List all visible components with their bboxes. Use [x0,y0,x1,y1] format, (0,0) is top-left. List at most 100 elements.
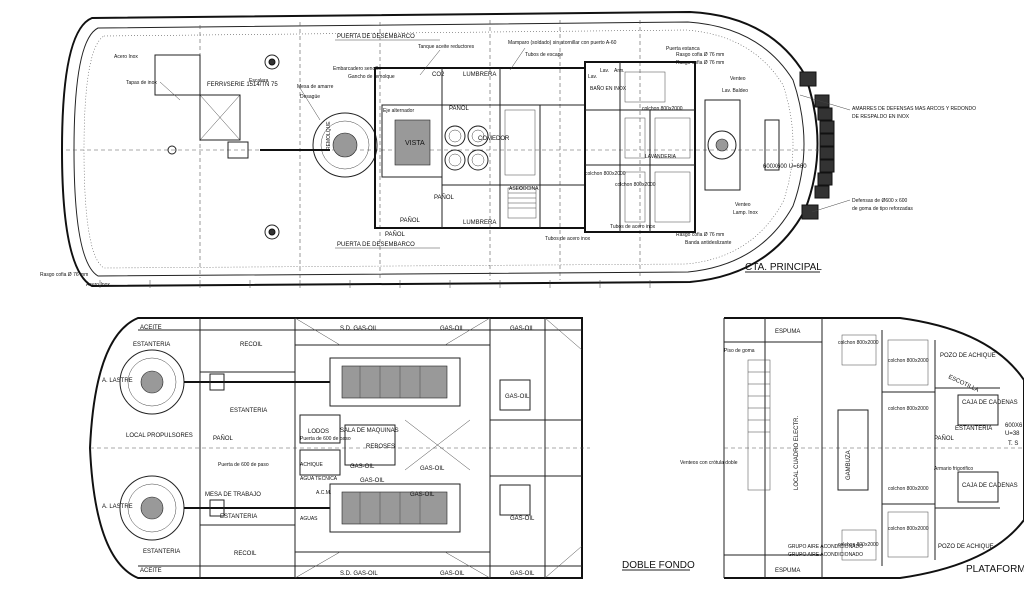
label-sludge: LODOS [308,429,329,435]
label-stair: Escalera [249,78,269,84]
label-bath: BAÑO EN INOX [590,85,627,92]
label-sump-bottom: POZO DE ACHIQUE [938,544,994,550]
label-laundry: LAVANDERIA [645,154,677,160]
label-lav-2: Lav. [600,68,609,74]
label-pl-mattress-1: colchon 800x2000 [838,340,879,346]
label-foam-bottom: ESPUMA [775,568,800,574]
label-gasoil-10: GAS-OIL [420,466,445,472]
label-sd-gasoil-top: S.D. GAS-OIL [340,326,378,332]
label-ac-1: GRUPO AIRE ACONDICIONADO [788,544,863,550]
label-gasoil-8: GAS-OIL [510,571,535,577]
label-foam-top: ESPUMA [775,329,800,335]
label-drain: Desagüe [300,94,320,100]
label-recoil-top: RECOIL [240,342,263,348]
label-store-2: PAÑOL [434,194,455,201]
label-store-4: PAÑOL [385,231,406,238]
label-pl-mattress-6: colchon 800x2000 [838,542,879,548]
label-cowl-1: Rasgo cofia Ø 76 mm [40,272,88,278]
label-shelf-2: ESTANTERIA [230,408,267,414]
label-switchboard: LOCAL CUADRO ELECTR. [794,416,800,490]
label-store-db: PAÑOL [213,435,234,442]
label-pipes: Tubos de acero inox [610,224,656,230]
label-mattress-2: colchon 800x2000 [585,171,626,177]
label-vent-1: Venteo [730,76,746,82]
label-locker: Arm. [614,68,625,74]
drawing-labels: CTA. PRINCIPAL PUERTA DE DESEMBARCO PUER… [40,34,1024,577]
view-title-platform: PLATAFORMA [966,564,1024,575]
label-ts: T. S [1008,441,1018,447]
label-gasoil-9: GAS-OIL [350,464,375,470]
label-stainless-1: Acero Inox [114,54,138,60]
label-moorings-2: DE RESPALDO EN INOX [852,114,910,120]
label-co2: CO2 [432,72,445,78]
label-shelf-3: ESTANTERIA [220,514,257,520]
label-hatchway: ESCOTILLA [947,374,979,393]
view-title-main-deck: CTA. PRINCIPAL [745,262,822,273]
label-ballast-top: A. LASTRE [102,378,133,384]
label-mattress-1: colchon 800x2000 [642,106,683,112]
label-pl-mattress-5: colchon 800x2000 [888,526,929,532]
label-gasoil-5: GAS-OIL [410,492,435,498]
label-vents-platform: Venteos con crótula doble [680,460,738,466]
label-moorings: AMARRES DE DEFENSAS MAS ARCOS Y REDONDO [852,106,976,112]
label-cowl-3: Rasgo cofia Ø 76 mm [676,232,724,238]
label-cowl-2: Rasgo cofia Ø 76 mm [676,52,724,58]
label-wc: ASEO [509,186,523,192]
label-covers: Tapas de inox [126,80,157,86]
label-engine-room: SALA DE MAQUINAS [340,428,399,434]
label-antislip: Banda antideslizante [685,240,732,246]
label-door-top: PUERTA DE DESEMBARCO [337,34,415,40]
label-chain-locker-2: CAJA DE CADENAS [962,483,1018,489]
label-alternator: Eje alternador [383,108,414,114]
label-ferri: FERRI/SERIE 1514/TN 75 [207,82,278,88]
label-workbench: MESA DE TRABAJO [205,492,261,498]
label-oil-bottom: ACEITE [140,568,162,574]
label-oil-tank: Tanque aceite reductores [418,44,475,50]
label-store-1: PAÑOL [449,105,470,112]
label-gasoil-2: GAS-OIL [510,326,535,332]
label-mooring-table: Mesa de amarre [297,84,334,90]
platform-plan [723,317,1024,579]
main-deck-plan [60,10,851,288]
label-door-bottom: PUERTA DE DESEMBARCO [337,242,415,248]
label-exhausts: Tubos de escape [525,52,563,58]
label-skylight-bottom: LUMBRERA [463,220,496,226]
double-bottom-plan [88,317,590,579]
label-mattress-3: colchon 800x2000 [615,182,656,188]
label-gasoil-4: GAS-OIL [360,478,385,484]
label-fenders: Defensas de Ø600 x 600 [852,198,908,204]
label-vista: VISTA [405,140,425,147]
label-towing: REMOLQUE [326,121,332,150]
label-recoil-bottom: RECOIL [234,551,257,557]
label-oil-top: ACEITE [140,325,162,331]
label-fridge: Armario frigorifico [934,466,973,472]
label-lav: Lav. [588,74,597,80]
label-thrusters: LOCAL PROPULSORES [126,433,193,439]
label-cowl-4: Rasgo cofia Ø 76 mm [676,60,724,66]
label-gasoil-6: GAS-OIL [510,516,535,522]
label-rubber-floor: Piso de goma [724,348,755,354]
label-shelf-1: ESTANTERIA [133,342,170,348]
label-sump-top: POZO DE ACHIQUE [940,353,996,359]
label-ballast-bottom: A. LASTRE [102,504,133,510]
label-overflow: REBOSES [366,444,395,450]
label-gasoil-7: GAS-OIL [440,571,465,577]
label-bilge: ACHIQUE [300,462,323,468]
label-hatch: 600X600 U=660 [763,164,807,170]
label-store-platform: PAÑOL [934,435,955,442]
label-tow-hook: Gancho de remolque [348,74,395,80]
label-shelf-4: ESTANTERIA [143,549,180,555]
label-chain-locker-1: CAJA DE CADENAS [962,400,1018,406]
label-waters: AGUAS [300,516,318,522]
label-sd-gasoil-bottom: S.D. GAS-OIL [340,571,378,577]
label-gasoil-3: GAS-OIL [505,394,530,400]
label-hatch-dim: 600X6 [1005,423,1023,429]
label-gasoil-1: GAS-OIL [440,326,465,332]
label-pipes-2: Tubos de acero inox [545,236,591,242]
label-provisions: GAMBUZA [846,450,852,480]
label-skylight-top: LUMBRERA [463,72,496,78]
label-tech-water: AGUA TECNICA [300,476,338,482]
label-door-600-2: Puerta de 600 de paso [300,436,351,442]
label-store-3: PAÑOL [400,217,421,224]
